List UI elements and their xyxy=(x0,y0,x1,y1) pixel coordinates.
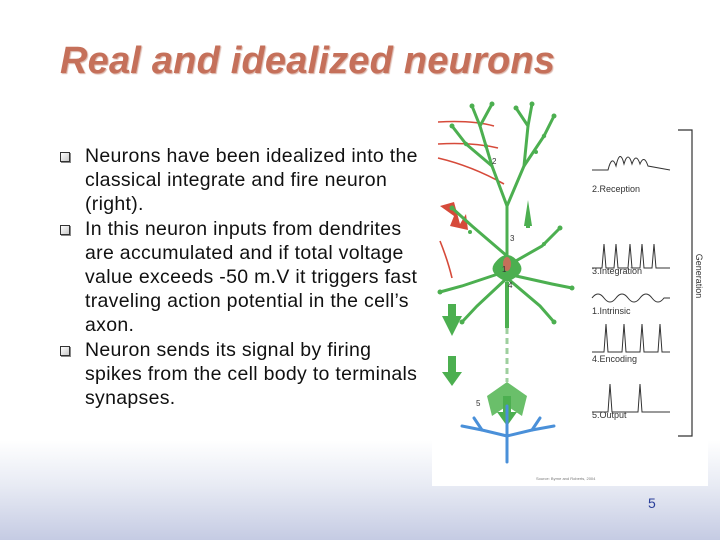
side-label: Generation xyxy=(694,254,704,299)
nucleus xyxy=(503,257,511,271)
bullet-item: Neuron sends its signal by firing spikes… xyxy=(60,338,420,411)
arrow-down-icon xyxy=(442,372,462,386)
region-number: 3 xyxy=(510,234,515,243)
arrow-up-icon xyxy=(526,214,530,228)
input-line-icon xyxy=(439,240,453,279)
page-number: 5 xyxy=(648,495,656,511)
bullet-item: Neurons have been idealized into the cla… xyxy=(60,144,420,217)
arrow-down-icon xyxy=(442,316,462,336)
dendrite-tree xyxy=(438,102,574,324)
stage-label: 3.Integration xyxy=(592,266,642,276)
region-number: 2 xyxy=(492,157,497,166)
checkbox-bullet-icon xyxy=(60,224,70,235)
region-number: 1 xyxy=(502,265,507,274)
arrow-down-icon xyxy=(448,356,456,372)
input-line-icon xyxy=(437,142,499,149)
input-arrows xyxy=(437,120,505,279)
checkbox-bullet-icon xyxy=(60,152,70,162)
axon xyxy=(487,282,527,416)
figure-credit: Source: Byrne and Roberts, 2004 xyxy=(536,476,596,481)
checkbox-bullet-icon xyxy=(60,345,70,356)
region-number: 5 xyxy=(476,399,481,408)
slide-title: Real and idealized neurons xyxy=(60,40,556,82)
neuron-figure: 2 3 1 4 5 2.Reception 3.Integration 1.In… xyxy=(432,96,708,486)
region-number: 4 xyxy=(508,281,513,290)
input-line-icon xyxy=(437,120,495,127)
spine-dots xyxy=(437,101,575,325)
bullet-text: In this neuron inputs from dendrites are… xyxy=(85,217,418,337)
arrow-down-icon xyxy=(448,304,456,320)
stage-label: 5.Output xyxy=(592,410,627,420)
generation-bracket xyxy=(678,129,693,437)
stage-label: 2.Reception xyxy=(592,184,640,194)
bullet-text: Neuron sends its signal by firing spikes… xyxy=(85,338,418,410)
axon-terminal xyxy=(460,404,556,464)
red-arrow-icon xyxy=(440,202,468,230)
stage-label: 4.Encoding xyxy=(592,354,637,364)
bullet-text: Neurons have been idealized into the cla… xyxy=(85,145,418,216)
neuron-diagram: 2 3 1 4 5 2.Reception 3.Integration 1.In… xyxy=(437,101,704,481)
waveform-traces xyxy=(591,156,671,413)
bullet-list: Neurons have been idealized into the cla… xyxy=(60,144,420,410)
arrow-down-icon xyxy=(503,396,511,412)
bullet-item: In this neuron inputs from dendrites are… xyxy=(60,217,420,338)
stage-label: 1.Intrinsic xyxy=(592,306,631,316)
